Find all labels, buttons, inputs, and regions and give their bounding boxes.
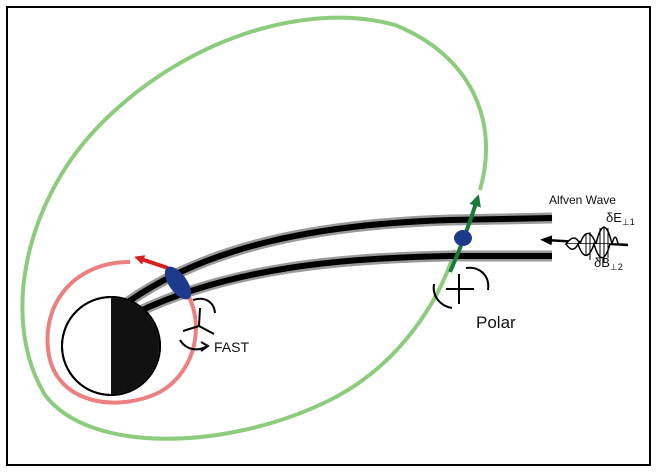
- alfven-wave-label: Alfven Wave: [549, 193, 616, 207]
- field-line-upper: [126, 215, 553, 305]
- delta-b-label: δB⊥2: [594, 255, 623, 272]
- field-line-lower: [136, 253, 552, 315]
- polar-flux-tube-marker: [454, 230, 472, 246]
- fast-orbit-direction-arrow: [134, 255, 169, 270]
- diagram-frame: [6, 6, 651, 466]
- delta-e-label: δE⊥1: [606, 210, 635, 227]
- polar-spacecraft-icon: [432, 266, 490, 309]
- fast-spacecraft-icon: [179, 297, 216, 352]
- polar-orbit: [20, 15, 489, 441]
- wave-packet-icon: [564, 226, 619, 262]
- polar-label: Polar: [476, 313, 516, 332]
- earth-icon: [61, 296, 161, 396]
- fast-flux-tube-marker: [164, 266, 192, 300]
- fast-label: FAST: [214, 339, 249, 355]
